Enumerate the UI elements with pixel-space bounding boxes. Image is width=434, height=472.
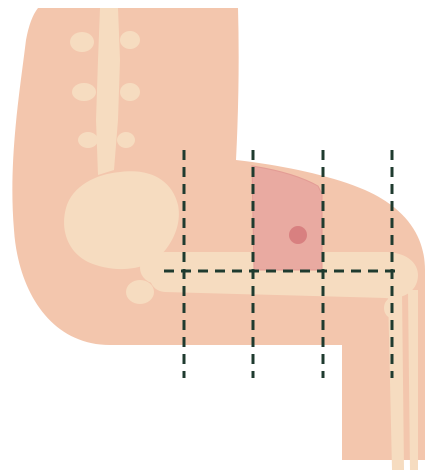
ischium bbox=[126, 280, 154, 304]
vertebra bbox=[117, 132, 135, 148]
vertebra bbox=[120, 83, 140, 101]
vertebra bbox=[120, 31, 140, 49]
highlight-marker-dot bbox=[289, 226, 307, 244]
vertebra bbox=[70, 32, 94, 52]
vertebra bbox=[72, 83, 96, 101]
vertebra bbox=[78, 132, 98, 148]
